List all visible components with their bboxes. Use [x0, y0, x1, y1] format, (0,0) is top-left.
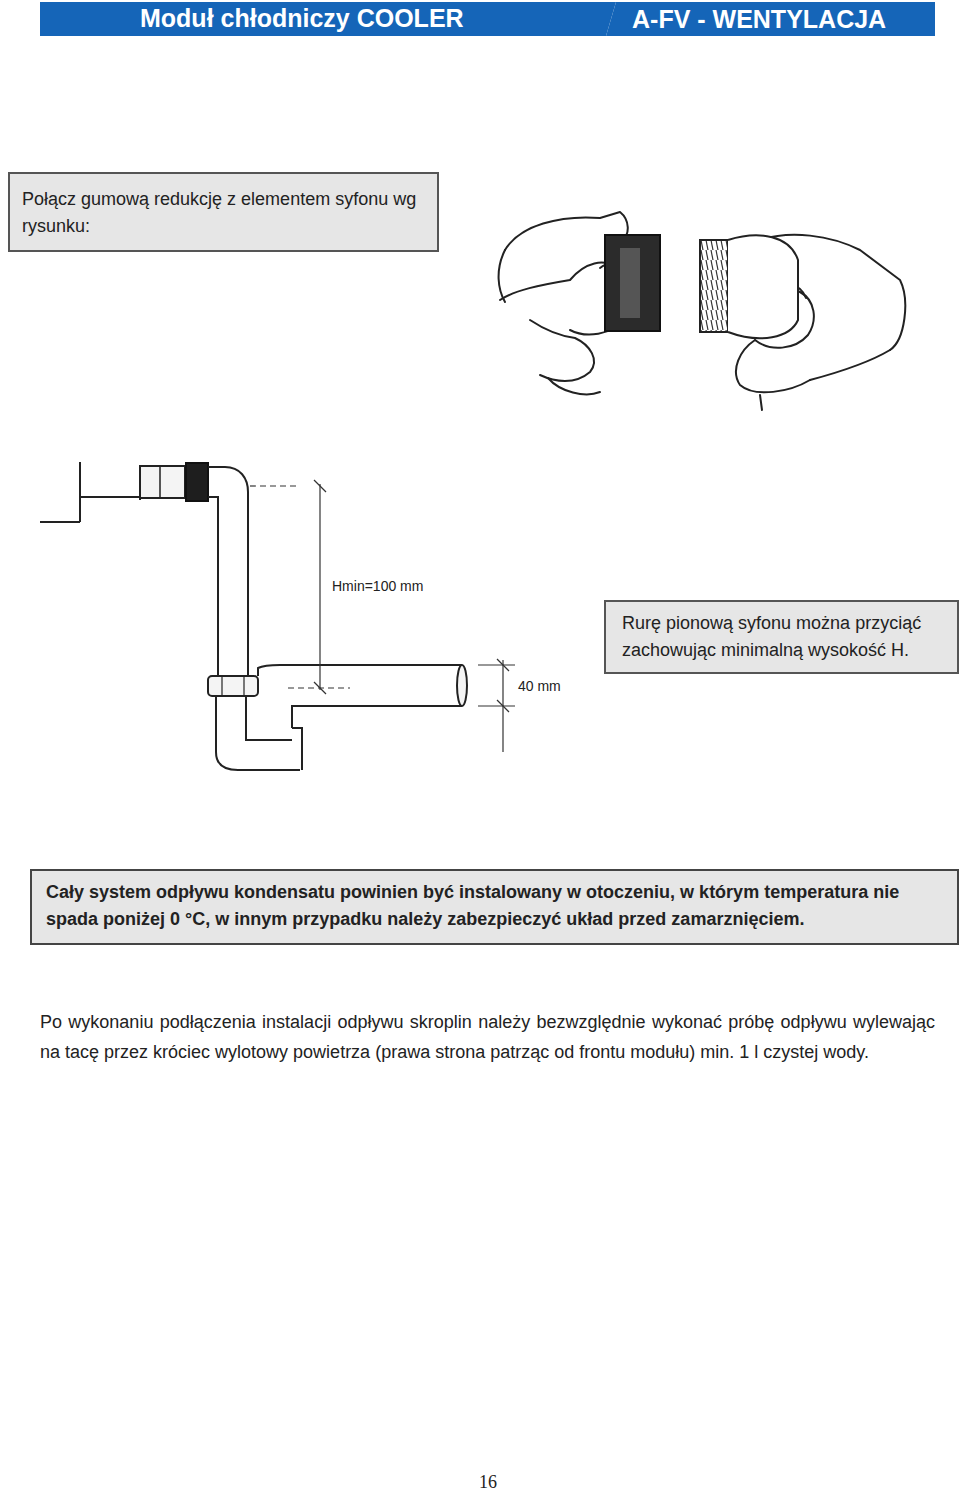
header-text: Moduł chłodniczy COOLER [140, 4, 616, 33]
header-band: Moduł chłodniczy COOLER [40, 2, 616, 36]
dimension-label: Hmin=100 mm [330, 578, 425, 594]
body-paragraph: Po wykonaniu podłączenia instalacji odpł… [40, 1007, 935, 1067]
header-text: A-FV - WENTYLACJA [632, 5, 935, 34]
note-box: Połącz gumową redukcję z elementem syfon… [8, 172, 439, 252]
page-number: 16 [440, 1472, 536, 1493]
header-band: A-FV - WENTYLACJA [606, 2, 935, 36]
note-box: Rurę pionową syfonu można przyciąć zacho… [604, 600, 959, 674]
note-text: Rurę pionową syfonu można przyciąć zacho… [622, 610, 947, 664]
warning-box: Cały system odpływu kondensatu powinien … [30, 869, 959, 945]
note-text: Cały system odpływu kondensatu powinien … [46, 879, 943, 933]
dimension-label: 40 mm [516, 678, 563, 694]
note-text: Połącz gumową redukcję z elementem syfon… [22, 186, 427, 240]
